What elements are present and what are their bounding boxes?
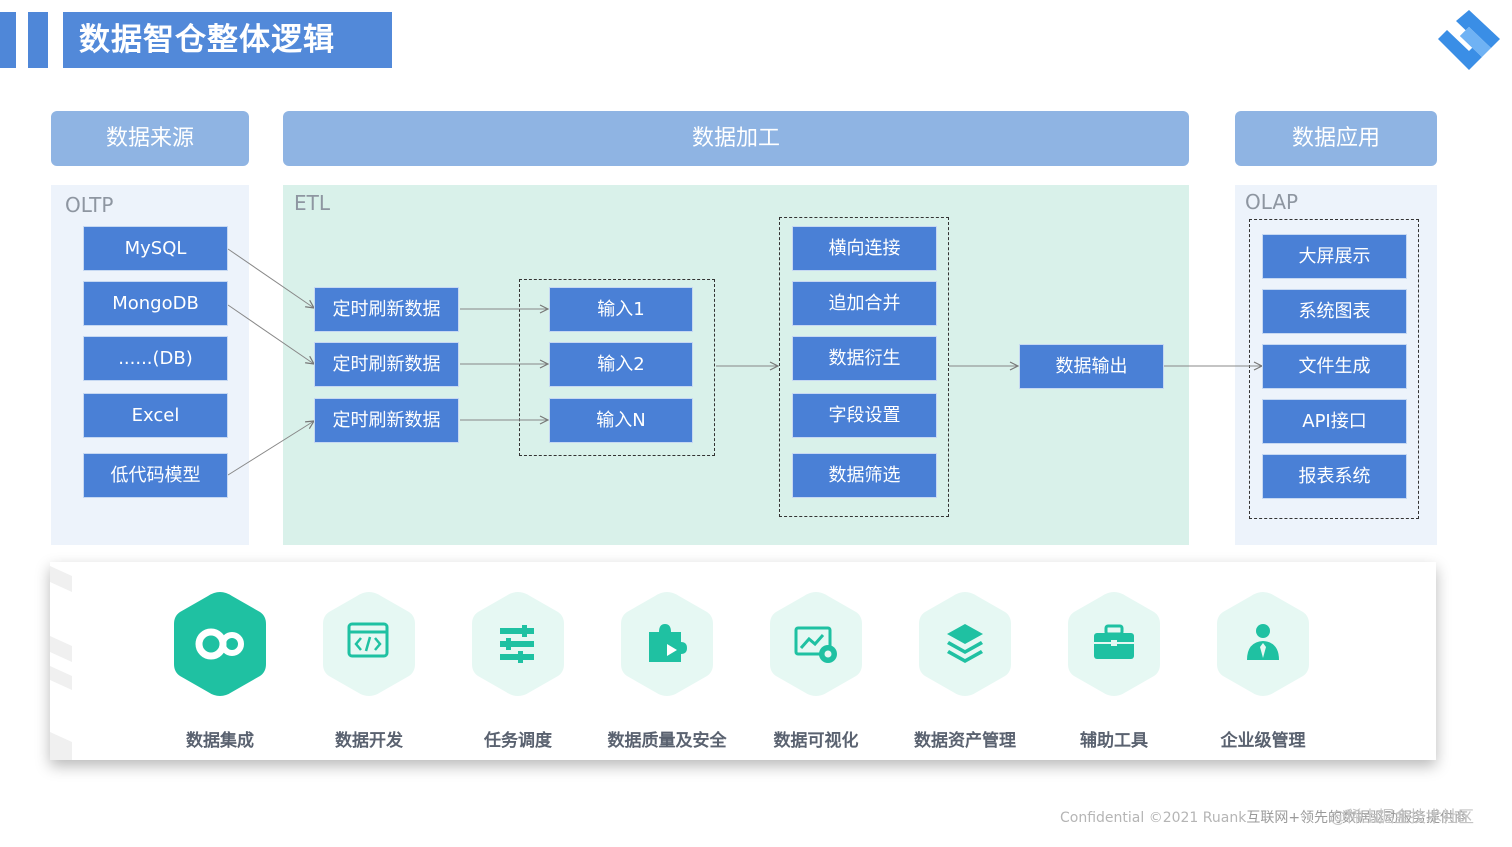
etl-label: ETL — [294, 191, 330, 215]
oltp-label: OLTP — [65, 193, 114, 217]
link-icon — [174, 592, 266, 696]
feature-label: 数据开发 — [335, 731, 403, 751]
sliders-icon — [472, 592, 564, 696]
feature-data-quality-security[interactable]: 数据质量及安全 — [592, 588, 742, 751]
op-horizontal-join[interactable]: 横向连接 — [793, 227, 936, 270]
inputs-group-border — [519, 279, 715, 456]
feature-data-visualization[interactable]: 数据可视化 — [741, 588, 891, 751]
footer-text: Confidential ©2021 Ruank互联网+领先的数据驱动服务提供商 — [1060, 807, 1468, 827]
app-file-generation[interactable]: 文件生成 — [1263, 345, 1406, 388]
feature-data-asset-management[interactable]: 数据资产管理 — [890, 588, 1040, 751]
op-derive[interactable]: 数据衍生 — [793, 337, 936, 380]
feature-task-scheduling[interactable]: 任务调度 — [443, 588, 593, 751]
feature-label: 任务调度 — [484, 731, 552, 751]
op-append-merge[interactable]: 追加合并 — [793, 282, 936, 325]
feature-auxiliary-tools[interactable]: 辅助工具 — [1039, 588, 1189, 751]
feature-label: 企业级管理 — [1220, 731, 1306, 751]
feature-label: 数据资产管理 — [914, 731, 1016, 751]
page-title: 数据智仓整体逻辑 — [63, 12, 392, 68]
feature-card: 数据集成 数据开发 任务调度 数据质量及安全 — [50, 562, 1436, 760]
footer-community: @稀土掘金技术社区 — [1330, 807, 1475, 826]
feature-data-development[interactable]: 数据开发 — [294, 588, 444, 751]
app-system-charts[interactable]: 系统图表 — [1263, 290, 1406, 333]
source-mysql[interactable]: MySQL — [84, 227, 227, 270]
puzzle-icon — [621, 592, 713, 696]
feature-label: 数据集成 — [186, 731, 254, 751]
app-big-screen[interactable]: 大屏展示 — [1263, 235, 1406, 278]
op-filter[interactable]: 数据筛选 — [793, 454, 936, 497]
user-icon — [1217, 592, 1309, 696]
source-other-db[interactable]: ......(DB) — [84, 337, 227, 380]
footer-confidential: Confidential ©2021 Ruank — [1060, 810, 1247, 826]
input-n[interactable]: 输入N — [550, 399, 692, 442]
section-header-application: 数据应用 — [1235, 111, 1437, 166]
refresh-task-2[interactable]: 定时刷新数据 — [315, 343, 458, 386]
header-accent-bar-1 — [0, 12, 16, 68]
feature-label: 辅助工具 — [1080, 731, 1148, 751]
app-report-system[interactable]: 报表系统 — [1263, 455, 1406, 498]
section-header-source: 数据来源 — [51, 111, 249, 166]
footer-watermark: 互联网+领先的数据驱动服务提供商 — [1246, 810, 1469, 826]
app-api[interactable]: API接口 — [1263, 400, 1406, 443]
operations-group-border — [779, 217, 949, 517]
code-window-icon — [323, 592, 415, 696]
source-excel[interactable]: Excel — [84, 394, 227, 437]
header-accent-bar-2 — [28, 12, 48, 68]
applications-group-border — [1249, 219, 1419, 519]
feature-label: 数据可视化 — [773, 731, 859, 751]
source-lowcode-model[interactable]: 低代码模型 — [84, 454, 227, 497]
refresh-task-3[interactable]: 定时刷新数据 — [315, 399, 458, 442]
olap-label: OLAP — [1245, 190, 1299, 214]
layers-icon — [919, 592, 1011, 696]
feature-enterprise-management[interactable]: 企业级管理 — [1188, 588, 1338, 751]
feature-label: 数据质量及安全 — [607, 731, 727, 751]
data-output[interactable]: 数据输出 — [1020, 345, 1163, 388]
card-edge-decoration — [50, 566, 72, 760]
section-header-process: 数据加工 — [283, 111, 1189, 166]
company-logo-icon — [1438, 10, 1500, 70]
feature-data-integration[interactable]: 数据集成 — [145, 588, 295, 751]
chart-settings-icon — [770, 592, 862, 696]
op-field-settings[interactable]: 字段设置 — [793, 394, 936, 437]
refresh-task-1[interactable]: 定时刷新数据 — [315, 288, 458, 331]
briefcase-icon — [1068, 592, 1160, 696]
input-1[interactable]: 输入1 — [550, 288, 692, 331]
source-mongodb[interactable]: MongoDB — [84, 282, 227, 325]
input-2[interactable]: 输入2 — [550, 343, 692, 386]
